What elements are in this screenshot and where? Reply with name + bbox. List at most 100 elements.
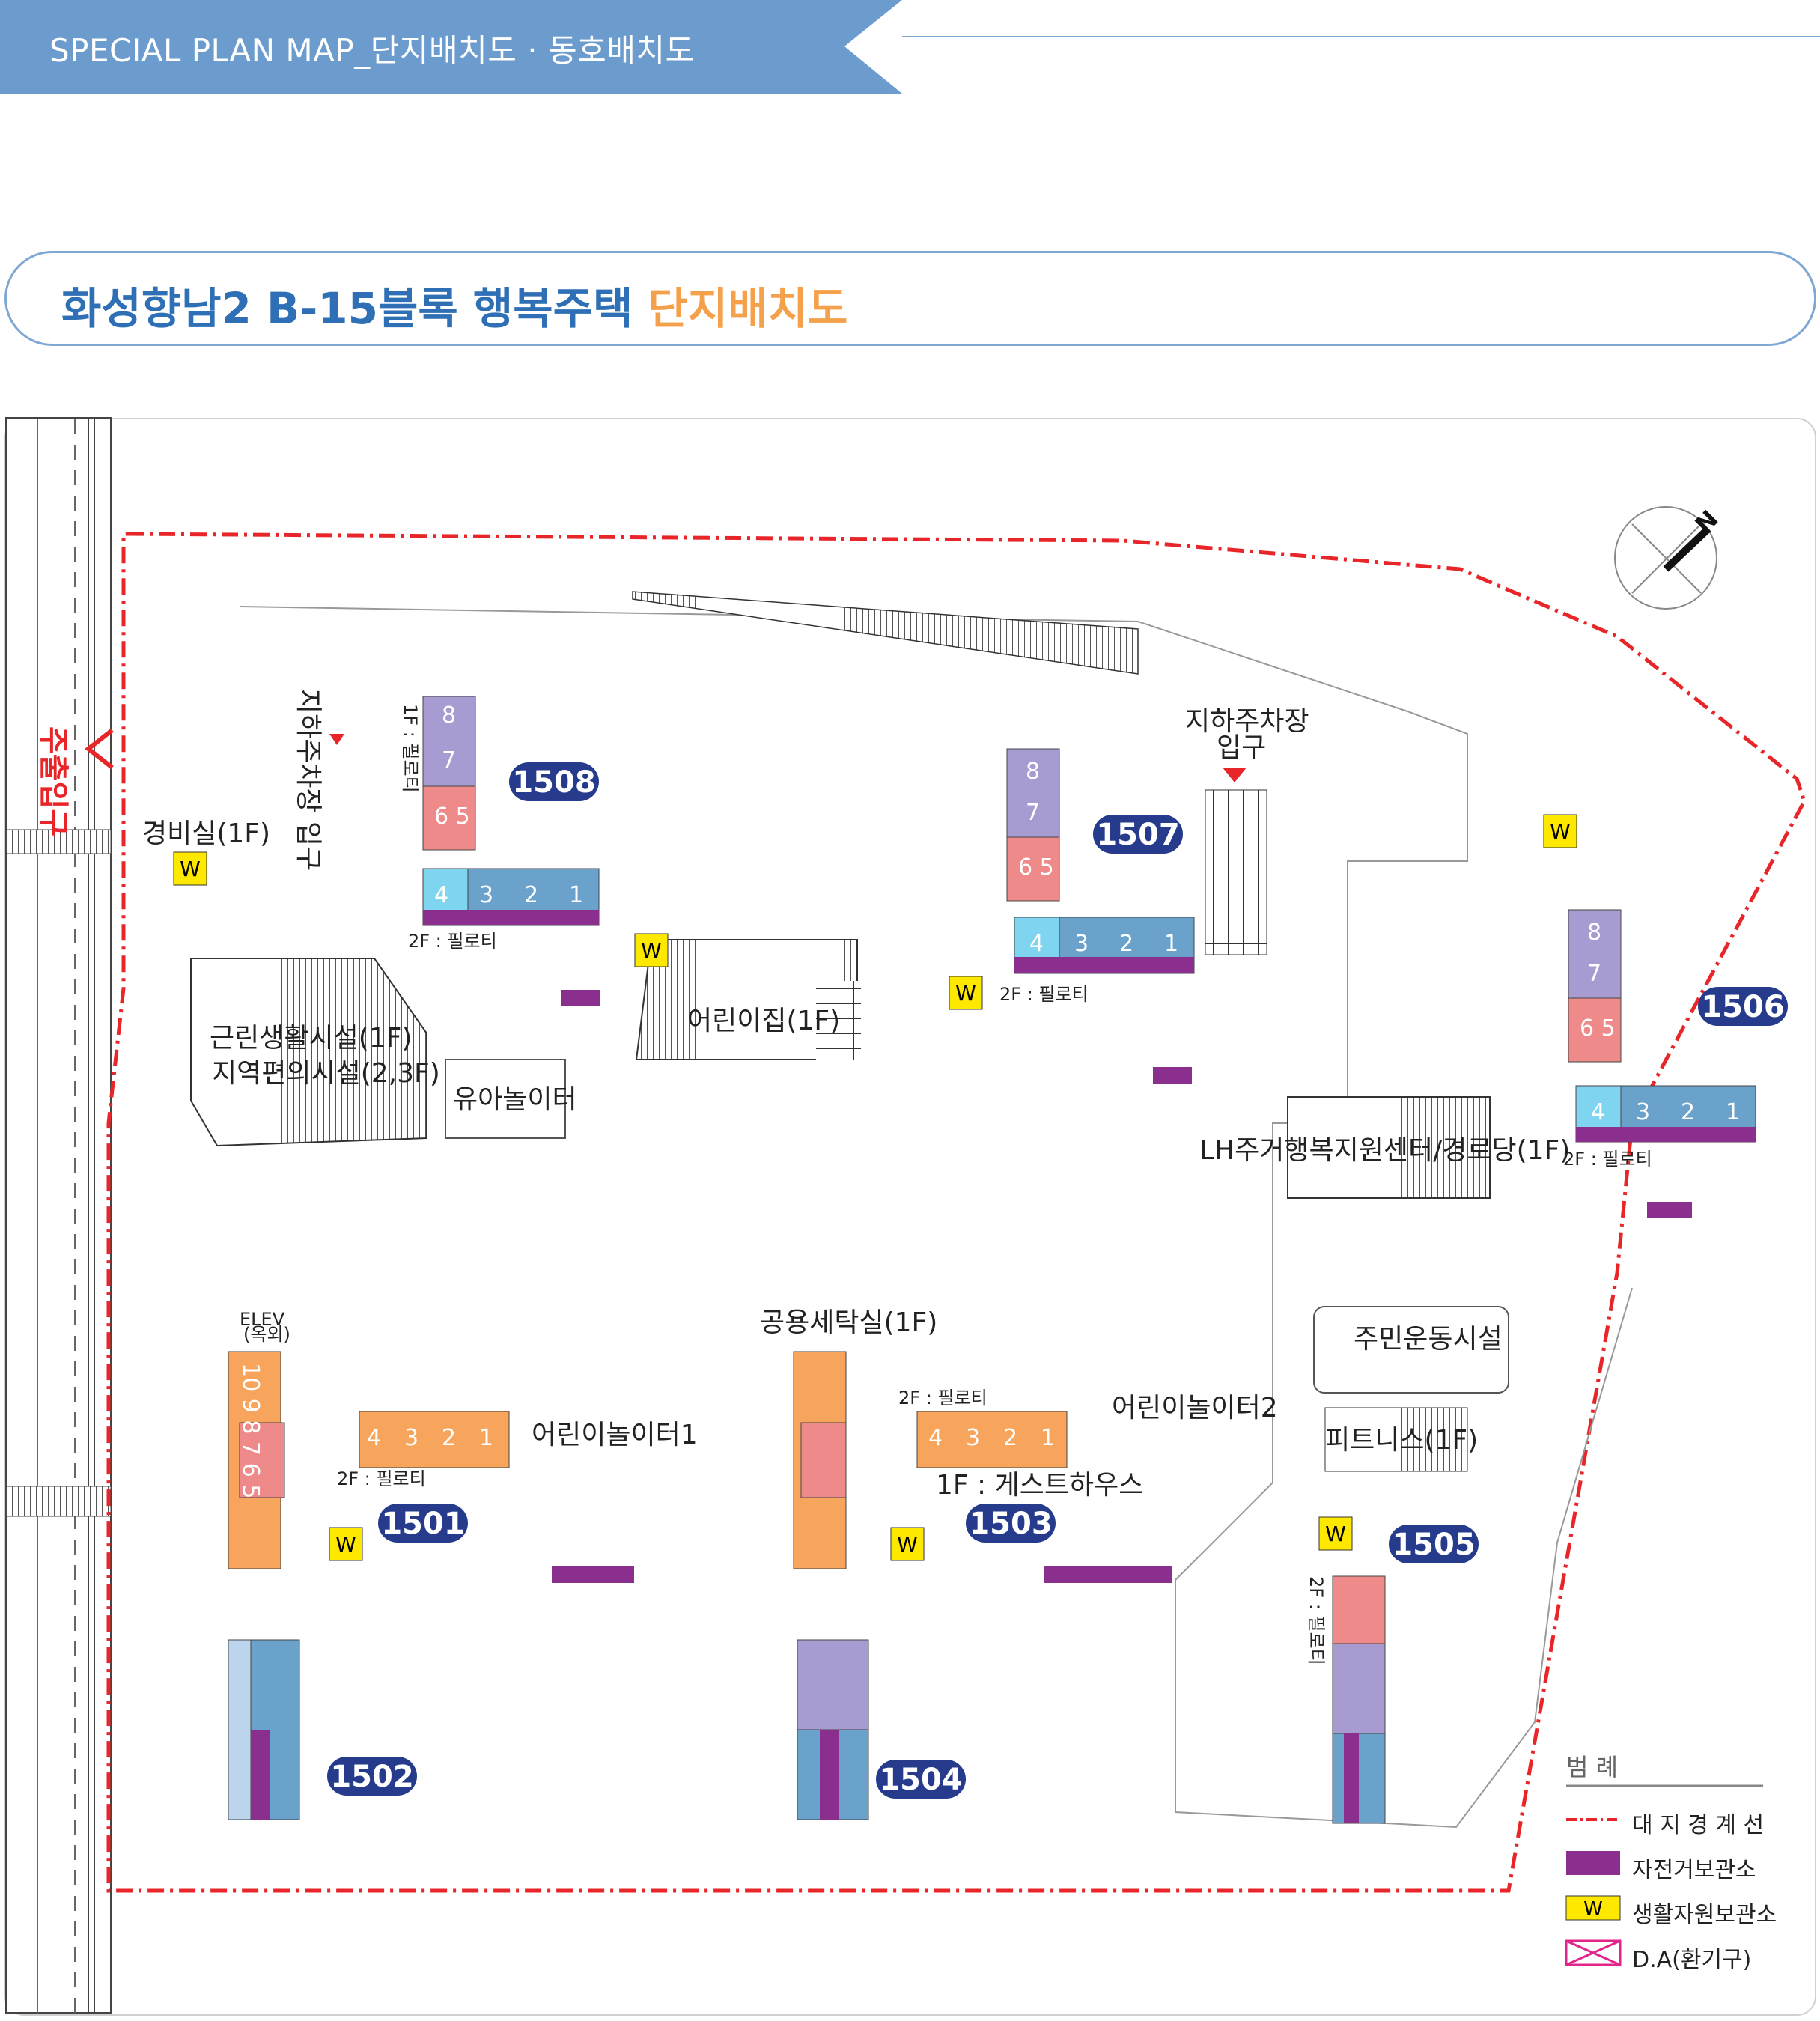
building-1505-units xyxy=(1332,1575,1386,1824)
svg-text:6 5: 6 5 xyxy=(434,803,470,830)
waste-boxes xyxy=(173,814,1577,1561)
lh-center-label: LH주거행복지원센터/경로당(1F) xyxy=(1199,1135,1570,1166)
svg-text:2: 2 xyxy=(442,1425,456,1451)
building-1504-units xyxy=(797,1639,869,1820)
w-label-3: W xyxy=(955,981,976,1006)
svg-text:1: 1 xyxy=(1164,931,1178,957)
elev-label: ELEV xyxy=(240,1309,285,1330)
w-label-1: W xyxy=(180,857,201,881)
resident-sports-label: 주민운동시설 xyxy=(1354,1324,1503,1355)
svg-text:6 5: 6 5 xyxy=(1580,1015,1616,1042)
guard-label: 경비실(1F) xyxy=(142,818,270,849)
main-entrance-marker: 주출입구 xyxy=(36,726,114,836)
svg-text:1: 1 xyxy=(1041,1425,1055,1451)
parking-entry-1: 지하주차장 입구 xyxy=(293,689,323,871)
badge-1508: 1508 xyxy=(512,765,596,800)
north-compass: N xyxy=(1614,505,1724,610)
w-label-4: W xyxy=(1550,819,1571,844)
badge-1507: 1507 xyxy=(1096,818,1180,852)
piloti-1508-1f: 1F : 필로티 xyxy=(400,704,421,793)
legend-title: 범 례 xyxy=(1566,1753,1619,1781)
fitness-building xyxy=(1324,1407,1468,1472)
badge-1506: 1506 xyxy=(1701,990,1785,1024)
svg-text:3: 3 xyxy=(479,882,493,908)
parking-entry-2b: 입구 xyxy=(1217,732,1266,763)
daycare-label: 어린이집(1F) xyxy=(687,1006,840,1036)
building-1502-units xyxy=(228,1639,300,1820)
svg-text:8: 8 xyxy=(1587,920,1601,946)
parking-entry-1-arrow xyxy=(329,734,344,745)
header-banner-title: SPECIAL PLAN MAP_단지배치도 · 동호배치도 xyxy=(49,32,695,69)
top-parking-strip xyxy=(632,591,1139,675)
elev-sub-label: (옥외) xyxy=(243,1324,290,1345)
building-badges xyxy=(327,762,1788,1799)
toddler-play-label: 유아놀이터 xyxy=(453,1084,577,1115)
legend-w-label: W xyxy=(1583,1898,1603,1921)
building-1507-units: 8 7 6 5 4 3 2 1 xyxy=(1006,748,1195,974)
svg-text:2: 2 xyxy=(1681,1099,1695,1125)
svg-text:3: 3 xyxy=(1074,931,1089,957)
parking-ramp-grid xyxy=(1205,789,1267,955)
svg-text:4: 4 xyxy=(1029,931,1044,957)
svg-text:4: 4 xyxy=(434,882,448,908)
svg-text:1: 1 xyxy=(479,1425,493,1451)
main-entrance-label: 주출입구 xyxy=(36,726,70,836)
legend-item-boundary: 대 지 경 계 선 xyxy=(1632,1812,1765,1838)
svg-text:1: 1 xyxy=(569,882,583,908)
guesthouse-label: 1F : 게스트하우스 xyxy=(936,1470,1143,1501)
badge-1505: 1505 xyxy=(1392,1528,1476,1562)
svg-text:7: 7 xyxy=(442,747,456,774)
svg-text:3: 3 xyxy=(966,1425,980,1451)
laundry-label: 공용세탁실(1F) xyxy=(760,1307,937,1338)
legend xyxy=(1565,1784,1763,1966)
w-label-6: W xyxy=(897,1532,918,1557)
commercial-label: 근린생활시설(1F) xyxy=(210,1023,412,1054)
badge-1503: 1503 xyxy=(969,1507,1053,1541)
header-divider xyxy=(902,36,1820,37)
piloti-1501: 2F : 필로티 xyxy=(337,1468,426,1489)
svg-text:3: 3 xyxy=(1636,1099,1650,1125)
piloti-1507: 2F : 필로티 xyxy=(999,984,1089,1005)
legend-item-bike: 자전거보관소 xyxy=(1632,1857,1756,1883)
w-label-5: W xyxy=(335,1532,356,1557)
badge-1501: 1501 xyxy=(381,1507,465,1541)
commercial-building xyxy=(190,958,427,1147)
toddler-play-area xyxy=(445,1059,566,1139)
svg-text:2: 2 xyxy=(1119,931,1133,957)
parking-entry-2a: 지하주차장 xyxy=(1185,706,1309,737)
svg-text:4: 4 xyxy=(928,1425,943,1451)
page-title: 화성향남2 B-15블록 행복주택 단지배치도 xyxy=(61,273,847,336)
parking-entry-2-arrow xyxy=(1223,768,1247,782)
svg-text:8: 8 xyxy=(1026,759,1040,785)
page-title-main: 화성향남2 B-15블록 행복주택 xyxy=(61,283,648,334)
svg-text:3: 3 xyxy=(404,1425,419,1451)
badge-1504: 1504 xyxy=(879,1763,963,1797)
piloti-1505: 2F : 필로티 xyxy=(1306,1576,1327,1665)
badge-1502: 1502 xyxy=(330,1760,414,1794)
playground1-label: 어린이놀이터1 xyxy=(532,1420,698,1450)
daycare-grid xyxy=(816,981,861,1060)
site-boundary xyxy=(106,532,1807,1893)
internal-road xyxy=(239,606,1633,1829)
piloti-1508: 2F : 필로티 xyxy=(408,931,497,952)
community-label: 지역편의시설(2,3F) xyxy=(212,1058,440,1089)
svg-text:7: 7 xyxy=(1026,800,1040,826)
piloti-1506: 2F : 필로티 xyxy=(1563,1149,1652,1170)
playground2-label: 어린이놀이터2 xyxy=(1112,1393,1278,1423)
left-road xyxy=(5,417,112,2014)
svg-text:7: 7 xyxy=(1587,961,1601,987)
svg-text:6 5: 6 5 xyxy=(1018,854,1054,881)
bike-storages xyxy=(552,990,1692,1583)
svg-text:10 9 8 7 6 5: 10 9 8 7 6 5 xyxy=(237,1363,264,1498)
lh-center-building xyxy=(1287,1096,1491,1199)
piloti-1503: 2F : 필로티 xyxy=(898,1388,987,1408)
w-label-7: W xyxy=(1325,1522,1346,1546)
legend-item-vent: D.A(환기구) xyxy=(1632,1947,1752,1973)
legend-item-waste: 생활자원보관소 xyxy=(1632,1902,1777,1928)
page-title-accent: 단지배치도 xyxy=(648,283,848,334)
svg-text:8: 8 xyxy=(442,702,456,729)
